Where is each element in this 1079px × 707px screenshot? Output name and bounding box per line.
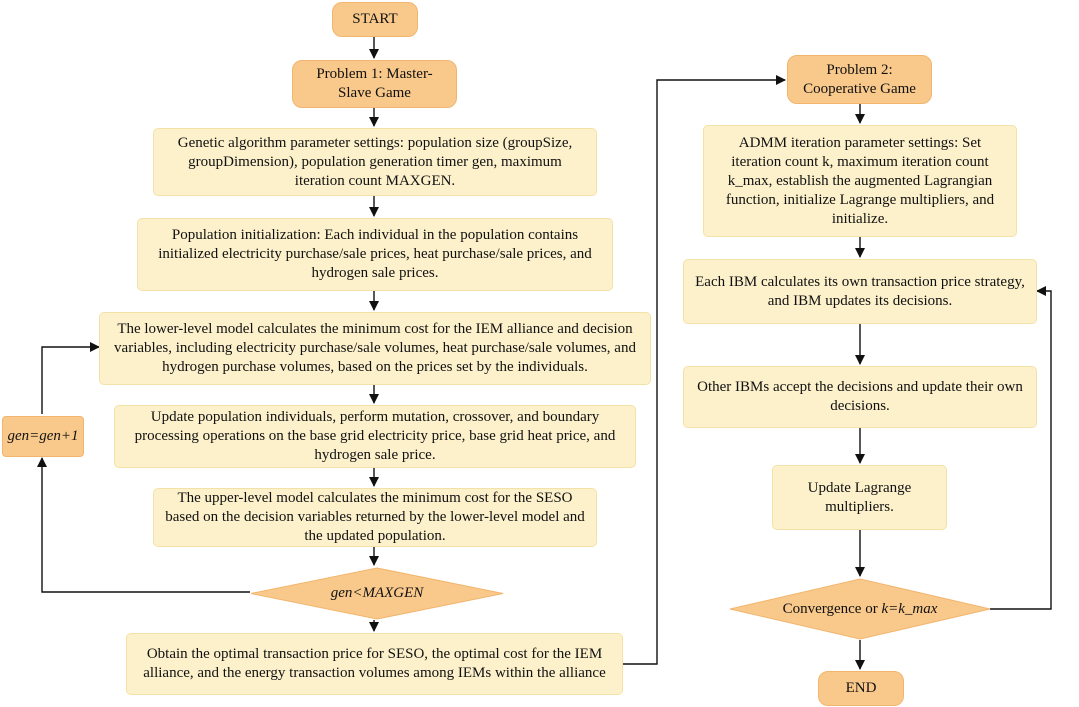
diamond-shape — [729, 578, 991, 640]
ibm-calculation-text: Each IBM calculates its own transaction … — [695, 273, 1025, 309]
end-label: END — [845, 680, 877, 696]
population-init-text: Population initialization: Each individu… — [158, 227, 592, 281]
decision-label: gen<MAXGEN — [330, 585, 424, 601]
loop-decision-to-gen — [37, 457, 250, 593]
update-lagrange-text: Update Lagrange multipliers. — [807, 479, 912, 515]
problem1-box: Problem 1: Master-Slave Game — [292, 60, 457, 108]
other-ibms-text: Other IBMs accept the decisions and upda… — [697, 379, 1023, 414]
optimal-result-text: Obtain the optimal transaction price for… — [143, 646, 606, 681]
update-population-text: Update population individuals, perform m… — [134, 409, 616, 463]
gen-increment-label: gen=gen+1 — [7, 428, 79, 444]
upper-level-text: The upper-level model calculates the min… — [165, 490, 585, 544]
admm-settings-text: ADMM iteration parameter settings: Set i… — [725, 134, 995, 227]
start-label: START — [352, 11, 398, 27]
problem2-label: Problem 2: Cooperative Game — [803, 61, 916, 97]
ga-settings-text: Genetic algorithm parameter settings: po… — [177, 134, 573, 189]
decision-gen-maxgen: gen<MAXGEN — [250, 567, 504, 620]
convergence-variable: k=k_max — [881, 600, 938, 617]
lower-level-box: The lower-level model calculates the min… — [99, 312, 651, 385]
loop-convergence-to-ibm — [990, 286, 1052, 610]
upper-level-box: The upper-level model calculates the min… — [153, 488, 597, 547]
convergence-prefix: Convergence or — [782, 600, 882, 617]
other-ibms-box: Other IBMs accept the decisions and upda… — [683, 366, 1037, 428]
admm-settings-box: ADMM iteration parameter settings: Set i… — [703, 125, 1017, 237]
diamond-shape — [250, 567, 504, 620]
lower-level-text: The lower-level model calculates the min… — [114, 321, 636, 375]
problem1-label: Problem 1: Master-Slave Game — [316, 66, 433, 101]
start-terminal: START — [332, 2, 418, 37]
optimal-result-box: Obtain the optimal transaction price for… — [126, 633, 623, 695]
update-lagrange-box: Update Lagrange multipliers. — [772, 465, 947, 530]
arrow-optimal-to-problem2 — [623, 75, 786, 665]
ga-settings-box: Genetic algorithm parameter settings: po… — [153, 128, 597, 196]
population-init-box: Population initialization: Each individu… — [137, 218, 613, 291]
problem2-box: Problem 2: Cooperative Game — [787, 55, 932, 104]
update-population-box: Update population individuals, perform m… — [114, 405, 636, 468]
end-terminal: END — [818, 671, 904, 706]
loop-gen-to-lower — [41, 342, 100, 414]
convergence-decision: Convergence or k=k_max — [729, 578, 991, 640]
convergence-label: Convergence or k=k_max — [783, 601, 938, 618]
ibm-calculation-box: Each IBM calculates its own transaction … — [683, 259, 1037, 324]
gen-increment-box: gen=gen+1 — [2, 416, 84, 457]
